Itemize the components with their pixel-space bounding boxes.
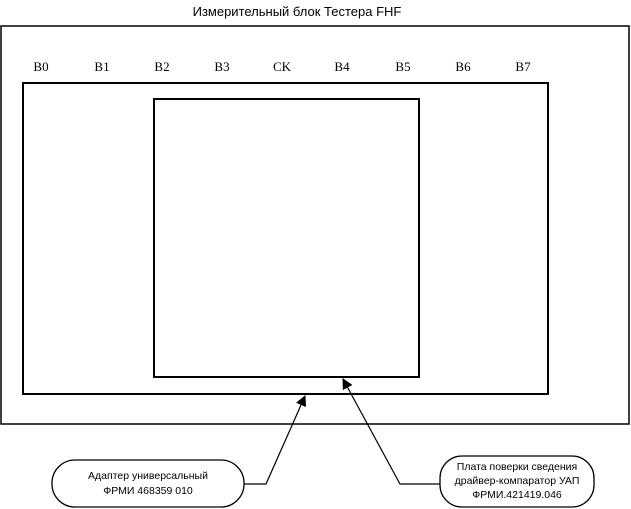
slot-label: B3 (214, 59, 229, 74)
board-callout-line-3: ФРМИ.421419.046 (472, 489, 562, 501)
slot-label: CK (273, 59, 292, 74)
slot-label: B7 (515, 59, 531, 74)
verification-board-box (153, 98, 420, 378)
diagram-title: Измерительный блок Тестера FHF (193, 4, 402, 19)
measurement-block-frame (0, 25, 630, 425)
adapter-callout-line-2: ФРМИ 468359 010 (103, 485, 193, 497)
board-callout: Плата поверки сведения драйвер-компарато… (439, 455, 595, 508)
slot-label: B2 (154, 59, 169, 74)
slot-label: B0 (33, 59, 48, 74)
adapter-leader-arrow (244, 395, 306, 485)
board-callout-line-1: Плата поверки сведения (457, 461, 577, 473)
board-callout-line-2: драйвер-компаратор УАП (455, 475, 580, 487)
board-callout-frame (439, 455, 595, 508)
board-leader-arrow (342, 378, 440, 485)
adapter-callout-frame (51, 459, 245, 508)
universal-adapter-box (22, 82, 549, 395)
slot-labels: B0 B1 B2 B3 CK B4 B5 B6 B7 (33, 59, 531, 74)
adapter-callout: Адаптер универсальный ФРМИ 468359 010 (51, 459, 245, 508)
slot-label: B1 (94, 59, 109, 74)
slot-label: B5 (395, 59, 410, 74)
slot-label: B6 (455, 59, 471, 74)
slot-label: B4 (334, 59, 350, 74)
adapter-callout-line-1: Адаптер универсальный (88, 470, 208, 482)
